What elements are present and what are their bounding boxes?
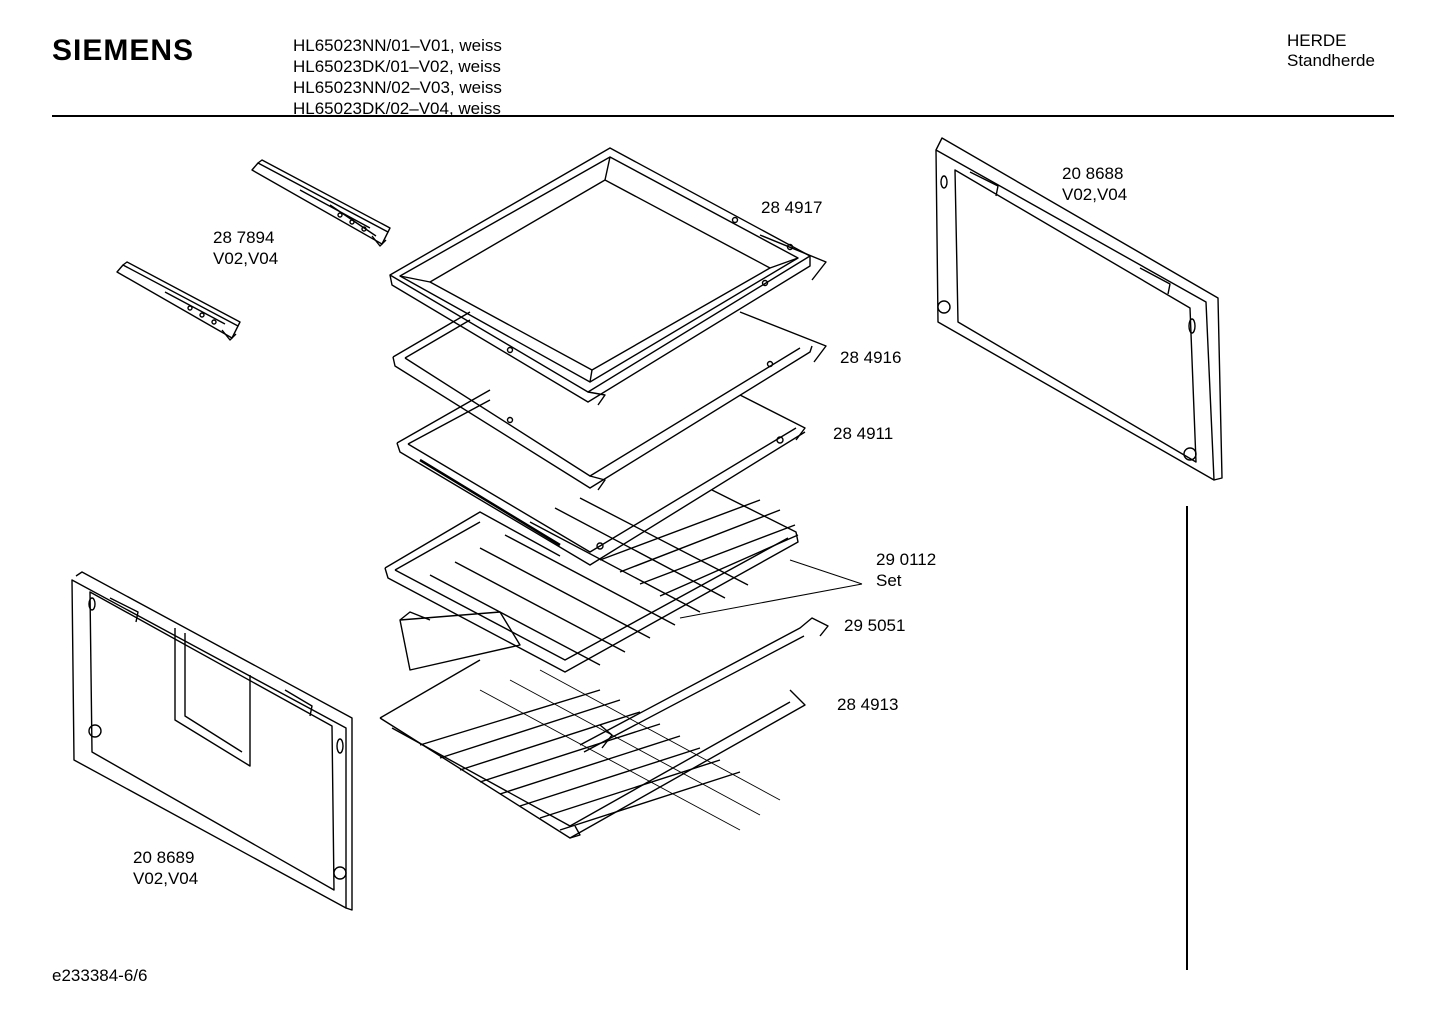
part-number: 28 4911 <box>833 424 894 443</box>
header-rule <box>52 115 1394 117</box>
part-label-287894: 28 7894 V02,V04 <box>213 227 278 269</box>
part-number: 20 8688 <box>1062 164 1124 183</box>
part-number: 28 7894 <box>213 228 275 247</box>
part-label-208689: 20 8689 V02,V04 <box>133 847 198 889</box>
wire-shelf <box>379 611 806 839</box>
part-label-284916: 28 4916 <box>840 347 901 368</box>
rod-element <box>579 617 829 753</box>
part-number: 28 4917 <box>761 198 823 217</box>
part-variant: V02,V04 <box>133 869 199 888</box>
part-number: 28 4913 <box>837 695 899 714</box>
oven-side-panel-left <box>71 571 353 911</box>
oven-side-panel-right <box>935 137 1223 481</box>
model-line: HL65023NN/01–V01, weiss <box>293 36 502 55</box>
grill-rack <box>384 489 799 673</box>
part-label-208688: 20 8688 V02,V04 <box>1062 163 1127 205</box>
part-label-284911: 28 4911 <box>833 423 893 444</box>
set-leader-lines <box>679 559 863 619</box>
enamel-tray <box>396 389 806 566</box>
model-line: HL65023DK/01–V02, weiss <box>293 57 501 76</box>
model-list: HL65023NN/01–V01, weiss HL65023DK/01–V02… <box>293 35 502 119</box>
model-line: HL65023NN/02–V03, weiss <box>293 78 502 97</box>
category-subtitle: Standherde <box>1287 51 1375 70</box>
part-label-290112: 29 0112 Set <box>876 549 936 591</box>
part-variant: Set <box>876 571 902 590</box>
part-variant: V02,V04 <box>1062 185 1128 204</box>
category-title: HERDE <box>1287 31 1347 50</box>
part-number: 20 8689 <box>133 848 195 867</box>
part-number: 29 5051 <box>844 616 906 635</box>
brand-logo: SIEMENS <box>52 34 195 67</box>
part-label-284913: 28 4913 <box>837 694 898 715</box>
part-label-284917: 28 4917 <box>761 197 822 218</box>
category: HERDE Standherde <box>1287 31 1375 71</box>
part-number: 28 4916 <box>840 348 902 367</box>
side-rail-lower <box>116 261 241 341</box>
model-line: HL65023DK/02–V04, weiss <box>293 99 501 118</box>
vertical-rule <box>1186 506 1188 970</box>
baking-tray-deep <box>389 147 827 406</box>
part-variant: V02,V04 <box>213 249 279 268</box>
document-code: e233384-6/6 <box>52 966 148 985</box>
part-number: 29 0112 <box>876 550 937 569</box>
part-label-295051: 29 5051 <box>844 615 905 636</box>
baking-tray-flat <box>392 311 827 491</box>
side-rail-upper <box>251 159 391 247</box>
